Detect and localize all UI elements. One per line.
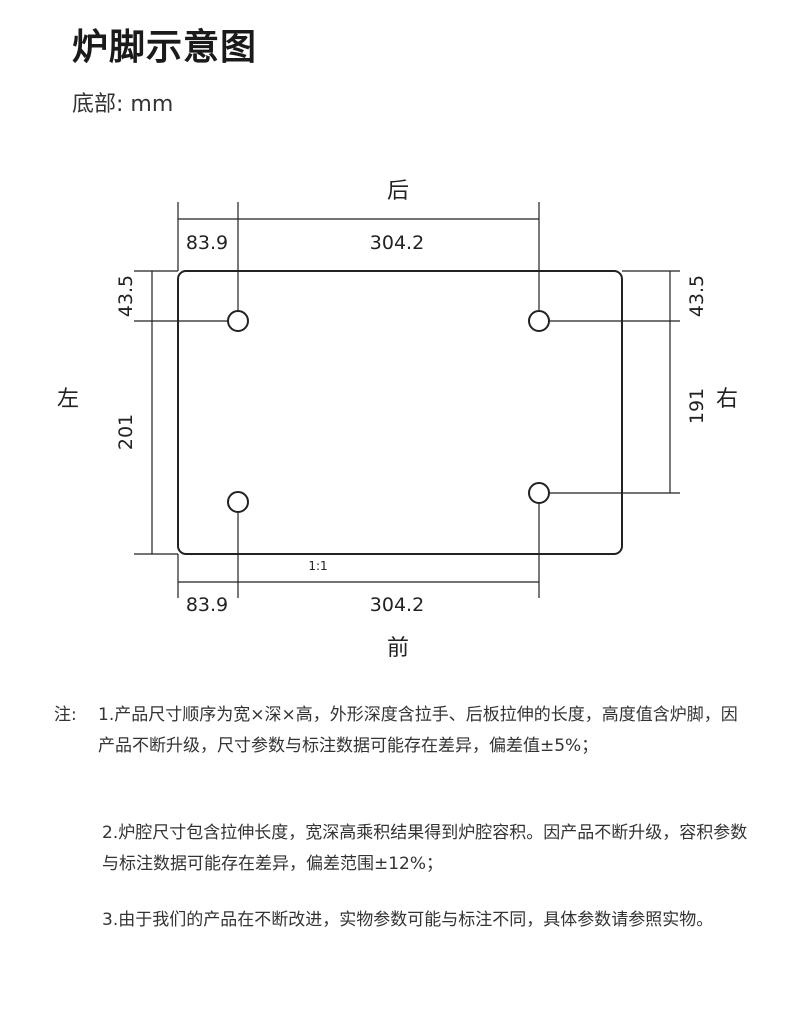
foot-hole-bottom-left	[227, 491, 249, 513]
dim-bottom-left: 83.9	[186, 594, 228, 616]
dim-top-left: 83.9	[186, 232, 228, 254]
page-title: 炉脚示意图	[72, 27, 258, 68]
dim-right-span: 191	[686, 388, 708, 424]
dim-top-span: 304.2	[370, 232, 424, 254]
dim-right-top: 43.5	[686, 275, 708, 317]
foot-diagram: 后 前 左 右 1:1 83.9 304.2 83.9 304.2 43.5 2…	[57, 179, 738, 661]
label-front: 前	[387, 636, 409, 661]
foot-hole-top-left	[227, 310, 249, 332]
base-plate	[177, 270, 623, 555]
foot-hole-bottom-right	[528, 482, 550, 504]
label-back: 后	[387, 179, 409, 204]
dim-bottom-span: 304.2	[370, 594, 424, 616]
note-item: 3.由于我们的产品在不断改进，实物参数可能与标注不同，具体参数请参照实物。	[102, 910, 714, 930]
dim-left-top: 43.5	[115, 275, 137, 317]
foot-hole-top-right	[528, 310, 550, 332]
label-right: 右	[716, 387, 738, 412]
dim-left-height: 201	[115, 414, 137, 450]
notes-label: 注:	[54, 705, 77, 725]
note-item: 2.炉腔尺寸包含拉伸长度，宽深高乘积结果得到炉腔容积。因产品不断升级，容积参数与…	[102, 823, 748, 874]
label-scale: 1:1	[308, 559, 327, 573]
label-left: 左	[57, 387, 79, 412]
unit-label: 底部: mm	[72, 92, 174, 117]
note-item: 1.产品尺寸顺序为宽×深×高，外形深度含拉手、后板拉伸的长度，高度值含炉脚，因产…	[98, 705, 738, 756]
